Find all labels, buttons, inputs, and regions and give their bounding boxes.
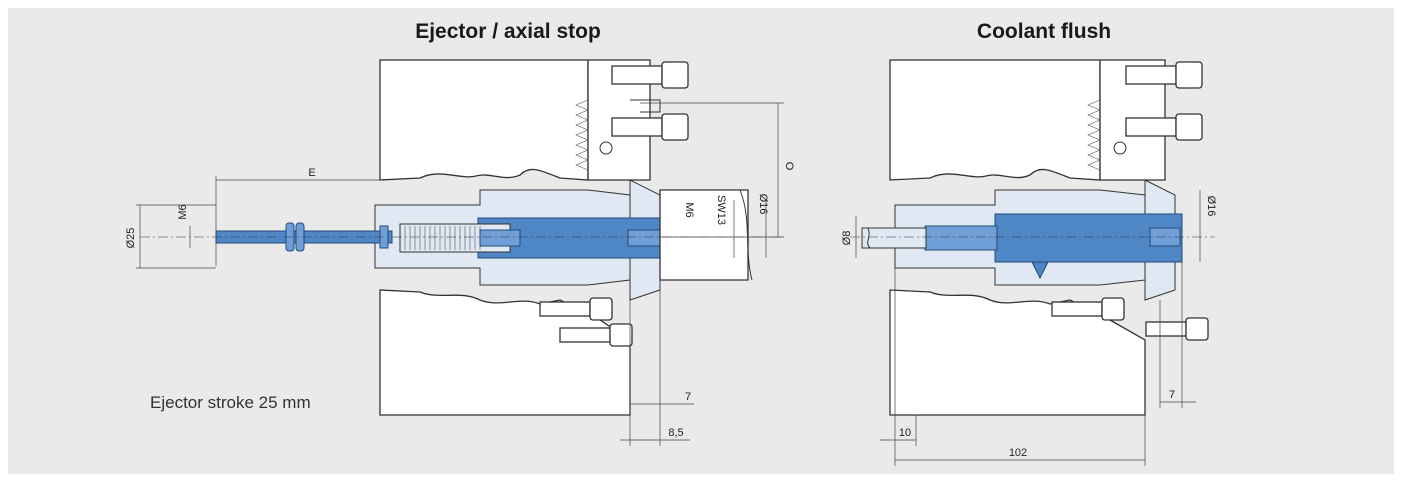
- dim-sw13-label: SW13: [715, 195, 727, 225]
- right-bolt-head-1: [1175, 61, 1203, 89]
- right-diagram-title: Coolant flush: [977, 20, 1111, 43]
- right-bolt-4: [1145, 321, 1187, 337]
- right-bolt-3: [1051, 301, 1103, 317]
- left-chuck-body-upper: [379, 59, 589, 181]
- right-nozzle: [1031, 261, 1049, 280]
- dim-10-label: 10: [899, 427, 911, 439]
- coolant-flush-diagram: Coolant flush Ø8 Ø1: [841, 20, 1217, 466]
- left-spring: [404, 226, 481, 250]
- right-chuck-body-upper: [889, 59, 1101, 181]
- left-bolt-2: [611, 117, 663, 137]
- left-plunger: [479, 229, 521, 247]
- right-coolant-pipe: [861, 227, 927, 249]
- left-shaft-break: [739, 189, 753, 281]
- dim-d16-left-label: Ø16: [757, 194, 769, 215]
- right-bolt-1: [1125, 65, 1177, 85]
- dim-7-left-label: 7: [685, 391, 691, 403]
- left-bolt-4: [559, 327, 611, 343]
- left-pin: [599, 141, 613, 155]
- dim-o-label: O: [783, 162, 795, 171]
- left-jaw-teeth: [575, 99, 589, 171]
- ejector-stroke-note: Ejector stroke 25 mm: [150, 393, 311, 412]
- right-coolant-tube: [924, 225, 998, 251]
- left-bolt-1: [611, 65, 663, 85]
- dim-m6-left-label: M6: [177, 204, 189, 219]
- dim-d25-label: Ø25: [125, 228, 137, 249]
- right-bolt-head-2: [1175, 113, 1203, 141]
- dim-d16-right-label: Ø16: [1205, 196, 1217, 217]
- dim-102-label: 102: [1009, 447, 1027, 459]
- left-bolt-head-2: [661, 113, 689, 141]
- left-bolt-head-4: [609, 323, 633, 347]
- dim-85-label: 8,5: [668, 427, 683, 439]
- right-pipe-break: [867, 227, 871, 249]
- left-shaft: [659, 189, 749, 281]
- left-jaw-step: [630, 99, 661, 113]
- left-bolt-head-3: [589, 297, 613, 321]
- left-diagram-title: Ejector / axial stop: [415, 20, 601, 43]
- right-bolt-head-4: [1185, 317, 1209, 341]
- right-jaw-teeth: [1087, 99, 1101, 171]
- ejector-axial-stop-diagram: Ejector / axial stop: [125, 20, 795, 446]
- left-bolt-tip: [627, 229, 661, 247]
- dim-e-label: E: [308, 167, 315, 179]
- dim-d8-label: Ø8: [841, 231, 853, 246]
- dim-m6-right-label: M6: [683, 202, 695, 217]
- left-bolt-3: [539, 301, 591, 317]
- left-bolt-head-1: [661, 61, 689, 89]
- right-bolt-head-3: [1101, 297, 1125, 321]
- right-pin: [1113, 141, 1127, 155]
- right-bolt-2: [1125, 117, 1177, 137]
- dim-7-right-label: 7: [1169, 389, 1175, 401]
